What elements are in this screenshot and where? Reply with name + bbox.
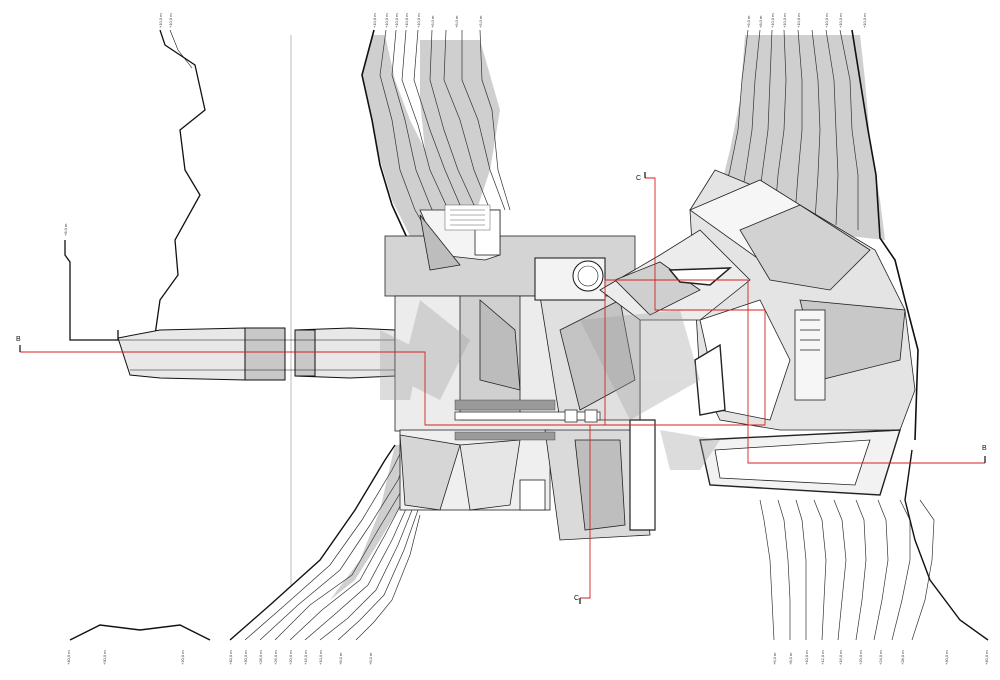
elevation-label: +10,0 m: [770, 13, 775, 28]
elevation-label: +40,0 m: [66, 650, 71, 665]
section-lines: [20, 177, 985, 599]
section-marker-c-top: C: [636, 175, 641, 182]
elevation-label: +10,0 m: [384, 13, 389, 28]
section-line-b: [20, 279, 985, 464]
elevation-label: +10,0 m: [404, 13, 409, 28]
elevation-label: +10,0 m: [394, 13, 399, 28]
section-markers-ticks: [19, 172, 986, 604]
elevation-label: +26,0 m: [273, 650, 278, 665]
elevation-label: +10,0 m: [158, 13, 163, 28]
section-line-c: [580, 177, 766, 599]
circular-room: [534, 257, 606, 301]
elevation-label: +10,0 m: [824, 13, 829, 28]
terrain-shading: [330, 35, 885, 600]
section-marker-b-left: B: [16, 336, 21, 343]
contour-lines-bottom-right: [759, 449, 989, 641]
elevation-label: +20,0 m: [180, 650, 185, 665]
elevation-label: +40,0 m: [984, 650, 989, 665]
elevation-label: +6,0 m: [772, 652, 777, 665]
elevation-label: +6,0 m: [454, 15, 459, 28]
elevation-label: +5,0 m: [478, 15, 483, 28]
faceted-structure-right: [599, 169, 916, 531]
cliff-profile-left: [64, 29, 206, 341]
elevation-label: +10,0 m: [796, 13, 801, 28]
elevation-label: +8,0 m: [788, 652, 793, 665]
elevation-label: +8,0 m: [63, 223, 68, 236]
elevation-label: +10,0 m: [168, 13, 173, 28]
elevation-label: +10,0 m: [782, 13, 787, 28]
elevation-label: +8,0 m: [338, 652, 343, 665]
elevation-label: +6,0 m: [430, 15, 435, 28]
elevation-label: +10,0 m: [372, 13, 377, 28]
elevation-label: +10,0 m: [318, 650, 323, 665]
elevation-label: +20,0 m: [858, 650, 863, 665]
elevation-label: +8,0 m: [758, 15, 763, 28]
elevation-label: +12,0 m: [820, 650, 825, 665]
shadow-overlays: [380, 300, 720, 470]
elevation-labels: +10,0 m +10,0 m +10,0 m +10,0 m +10,0 m …: [63, 13, 989, 665]
elevation-label: +30,0 m: [944, 650, 949, 665]
elevation-label: +10,0 m: [804, 650, 809, 665]
elevation-label: +16,0 m: [838, 650, 843, 665]
section-marker-c-bottom: C: [574, 595, 579, 602]
elevation-label: +30,0 m: [102, 650, 107, 665]
elevation-label: +10,0 m: [862, 13, 867, 28]
elevation-label: +6,0 m: [368, 652, 373, 665]
stair-hatching: [444, 204, 601, 441]
elevation-label: +28,0 m: [900, 650, 905, 665]
elevation-label: +10,0 m: [416, 13, 421, 28]
elevation-label: +30,0 m: [243, 650, 248, 665]
entry-bridge: [117, 327, 396, 381]
elevation-label: +20,0 m: [288, 650, 293, 665]
elevation-label: +28,0 m: [258, 650, 263, 665]
elevation-label: +16,0 m: [303, 650, 308, 665]
elevation-label: +24,0 m: [878, 650, 883, 665]
elevation-label: +6,0 m: [746, 15, 751, 28]
main-building: [384, 209, 651, 541]
section-marker-b-right: B: [982, 445, 987, 452]
elevation-label: +10,0 m: [838, 13, 843, 28]
elevation-label: +40,0 m: [228, 650, 233, 665]
